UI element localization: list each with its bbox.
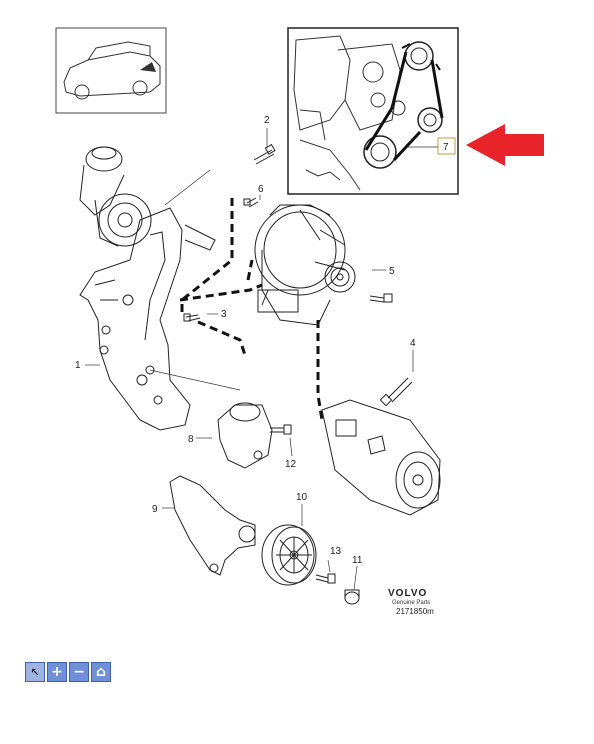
diagram-reference: 2171850m: [396, 607, 434, 616]
brand-subtitle: Genuine Parts: [392, 600, 430, 606]
callout-6: 6: [258, 184, 264, 195]
callout-7: 7: [443, 142, 449, 153]
callout-8: 8: [188, 434, 194, 445]
ac-compressor: [321, 399, 441, 516]
fasteners: [183, 143, 413, 605]
highlight-arrow-icon: [466, 124, 544, 166]
plus-icon[interactable]: +: [47, 662, 67, 682]
assembly-guides: [179, 198, 324, 421]
callout-5: 5: [389, 266, 395, 277]
callout-3: 3: [221, 309, 227, 320]
diagram-toolbar: ↖ + − ⌂: [25, 662, 111, 682]
callout-4: 4: [410, 338, 416, 349]
callout-11: 11: [352, 555, 363, 566]
belt-tensioner: [217, 402, 273, 469]
vehicle-thumbnail: [55, 27, 167, 114]
mounting-bracket: [79, 207, 216, 431]
idler-bracket: [169, 475, 256, 576]
minus-icon[interactable]: −: [69, 662, 89, 682]
callout-13: 13: [330, 546, 342, 557]
callout-9: 9: [152, 504, 158, 515]
leader-lines: [85, 128, 414, 591]
cursor-arrow-icon[interactable]: ↖: [25, 662, 45, 682]
home-icon[interactable]: ⌂: [91, 662, 111, 682]
callout-2: 2: [264, 115, 270, 126]
engine-belt-detail: 7: [287, 27, 459, 195]
alternator: [254, 204, 356, 326]
brand-logo-text: VOLVO: [388, 588, 427, 599]
power-steering-pump: [79, 146, 152, 247]
idler-pulley: [261, 524, 317, 586]
callout-10: 10: [296, 492, 308, 503]
callout-1: 1: [75, 360, 81, 371]
callout-12: 12: [285, 459, 297, 470]
